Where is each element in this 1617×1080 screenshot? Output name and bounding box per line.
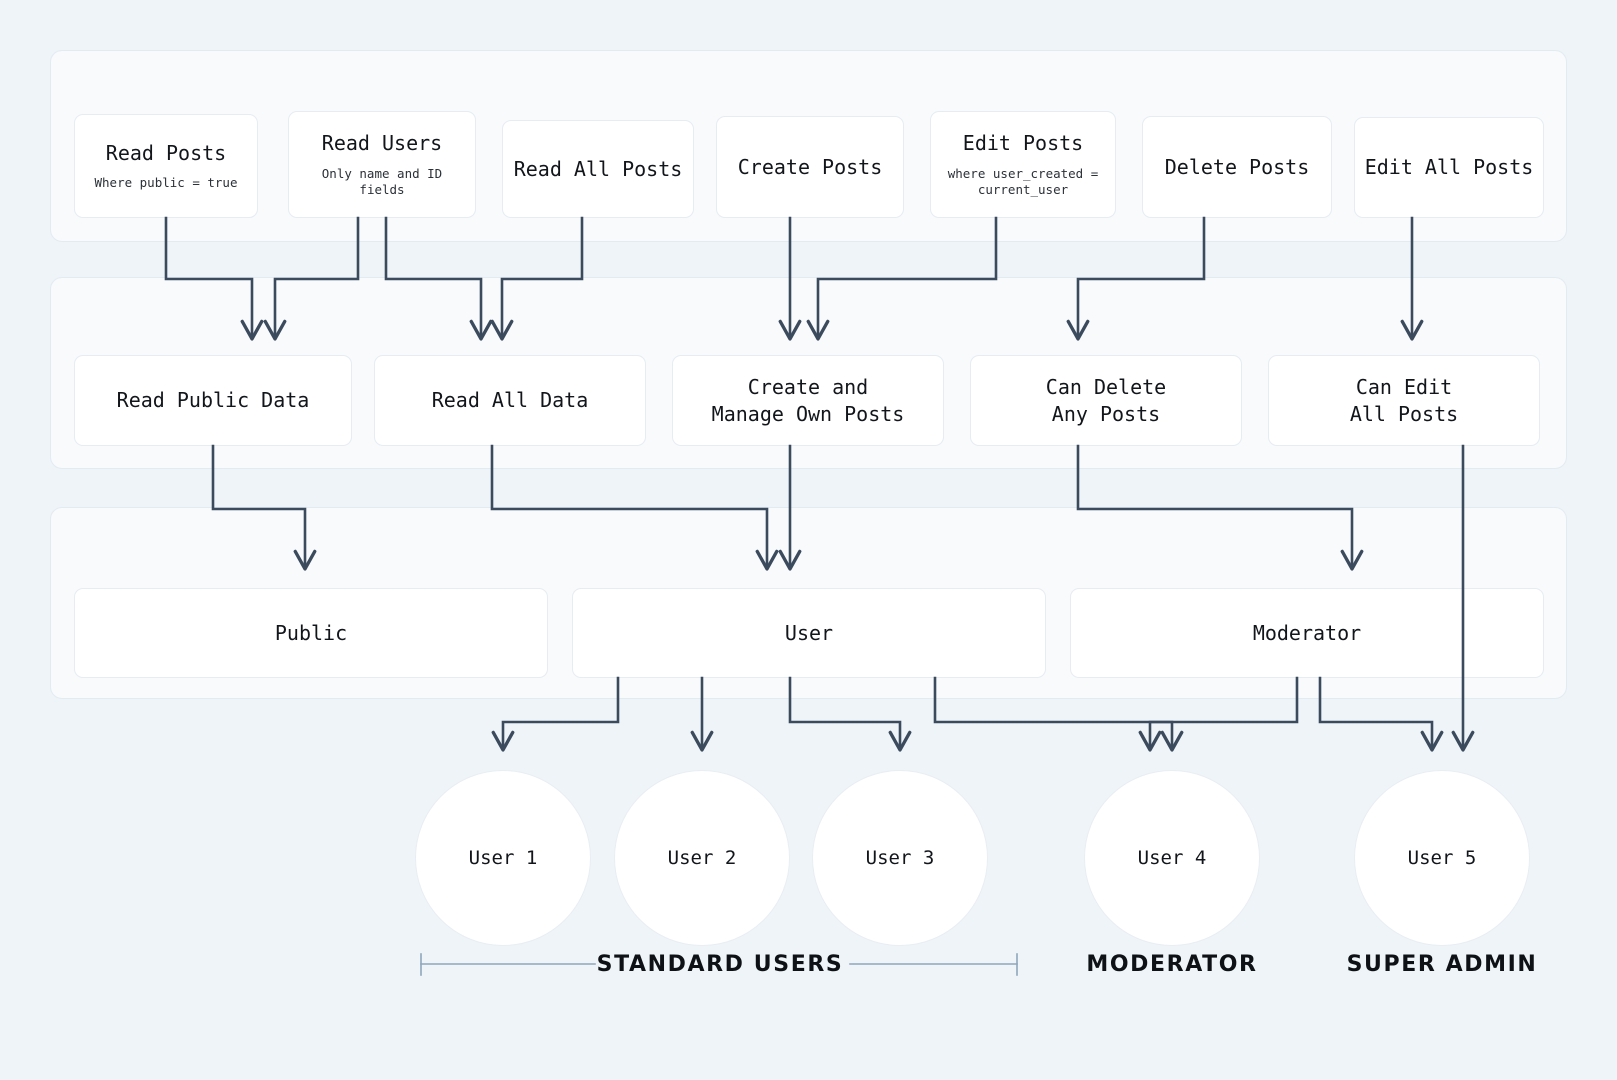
policy-title: Read All Data [431, 388, 589, 413]
role-card-user[interactable]: User [572, 588, 1046, 678]
role-card-moderator[interactable]: Moderator [1070, 588, 1544, 678]
role-card-public[interactable]: Public [74, 588, 548, 678]
user-node-4[interactable]: User 4 [1084, 770, 1260, 946]
policy-title: Can Edit All Posts [1349, 375, 1459, 426]
permission-subtitle: Only name and ID fields [321, 165, 443, 198]
group-label-super-admin: SUPER ADMIN [1346, 952, 1538, 977]
permission-card-read-posts[interactable]: Read Posts Where public = true [74, 114, 258, 218]
permission-title: Edit Posts [962, 131, 1084, 156]
user-label: User 3 [865, 847, 935, 869]
user-node-5[interactable]: User 5 [1354, 770, 1530, 946]
permission-title: Read Posts [105, 141, 227, 166]
permission-card-read-users[interactable]: Read Users Only name and ID fields [288, 111, 476, 218]
user-label: User 1 [468, 847, 538, 869]
user-node-1[interactable]: User 1 [415, 770, 591, 946]
policy-title: Can Delete Any Posts [1045, 375, 1167, 426]
policy-card-can-edit-all-posts[interactable]: Can Edit All Posts [1268, 355, 1540, 446]
policy-card-can-delete-any-posts[interactable]: Can Delete Any Posts [970, 355, 1242, 446]
user-label: User 5 [1407, 847, 1477, 869]
role-title: User [784, 620, 834, 645]
role-title: Moderator [1252, 620, 1362, 645]
permission-card-delete-posts[interactable]: Delete Posts [1142, 116, 1332, 218]
permission-subtitle: Where public = true [94, 175, 238, 191]
permission-title: Read Users [321, 131, 443, 156]
policy-card-read-public-data[interactable]: Read Public Data [74, 355, 352, 446]
permission-title: Delete Posts [1164, 154, 1310, 179]
policy-card-read-all-data[interactable]: Read All Data [374, 355, 646, 446]
permission-card-read-all-posts[interactable]: Read All Posts [502, 120, 694, 218]
permission-subtitle: where user_created = current_user [947, 165, 1099, 198]
permission-card-edit-posts[interactable]: Edit Posts where user_created = current_… [930, 111, 1116, 218]
role-title: Public [274, 620, 348, 645]
policy-card-create-manage-own-posts[interactable]: Create and Manage Own Posts [672, 355, 944, 446]
permission-card-edit-all-posts[interactable]: Edit All Posts [1354, 117, 1544, 218]
standard-users-bracket [420, 953, 1018, 976]
permission-title: Create Posts [737, 154, 883, 179]
permission-title: Edit All Posts [1364, 155, 1534, 180]
user-node-3[interactable]: User 3 [812, 770, 988, 946]
permission-card-create-posts[interactable]: Create Posts [716, 116, 904, 218]
policy-title: Create and Manage Own Posts [711, 375, 905, 426]
user-node-2[interactable]: User 2 [614, 770, 790, 946]
permission-title: Read All Posts [513, 156, 683, 181]
group-label-moderator: MODERATOR [1086, 952, 1258, 977]
policy-title: Read Public Data [116, 388, 310, 413]
group-label-standard-users: STANDARD USERS [596, 952, 844, 977]
user-label: User 2 [667, 847, 737, 869]
user-label: User 4 [1137, 847, 1207, 869]
